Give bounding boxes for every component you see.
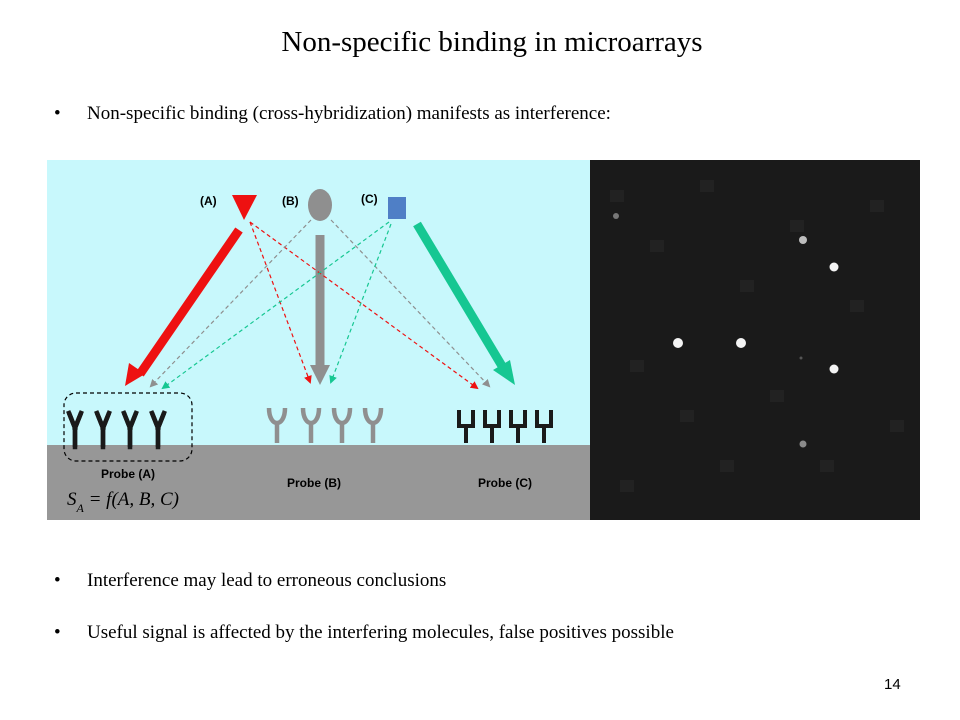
specific-arrow-a	[136, 227, 243, 377]
bullet-dot: •	[54, 103, 61, 124]
page-number: 14	[884, 676, 901, 693]
slide-title: Non-specific binding in microarrays	[281, 26, 703, 58]
probe-group-b	[266, 407, 384, 443]
array-spot	[829, 364, 839, 374]
bullet-text: Interference may lead to erroneous concl…	[87, 570, 447, 591]
probe-label-b: Probe (B)	[287, 476, 341, 490]
binding-diagram: (A) (B) (C) Probe (A) Probe (B) Probe (C…	[47, 160, 590, 520]
molecule-c-square	[388, 197, 406, 219]
probe-label-a: Probe (A)	[101, 467, 155, 481]
probe-group-a	[69, 413, 164, 447]
microarray-scan-image	[590, 160, 920, 520]
probe-a-highlight-box	[63, 392, 193, 462]
specific-arrow-c-head	[493, 360, 515, 385]
molecule-label-c: (C)	[361, 192, 378, 206]
probe-group-c	[457, 410, 553, 443]
bullet-item: • Useful signal is affected by the interf…	[54, 622, 674, 644]
bullet-item: • Non-specific binding (cross-hybridizati…	[54, 103, 611, 125]
molecule-a-triangle	[232, 195, 257, 220]
bullet-dot: •	[54, 570, 61, 591]
cross-arrow-c-to-a	[161, 221, 390, 390]
chip-surface	[47, 445, 590, 520]
array-spot	[799, 356, 803, 360]
signal-formula: SA = f(A, B, C)	[67, 489, 179, 515]
specific-arrow-c	[413, 221, 506, 369]
molecule-label-b: (B)	[282, 194, 299, 208]
scan-noise	[610, 180, 904, 492]
cross-arrow-b-to-a	[149, 219, 312, 388]
molecule-b-oval	[308, 189, 332, 221]
bullet-dot: •	[54, 622, 61, 643]
specific-arrow-b-head	[310, 365, 330, 385]
cross-arrow-a-to-c	[249, 221, 479, 390]
cross-arrow-b-to-c	[330, 219, 491, 388]
bullet-item: • Interference may lead to erroneous conc…	[54, 570, 446, 592]
cross-arrow-c-to-b	[329, 223, 392, 384]
array-spot	[799, 236, 807, 244]
probe-label-c: Probe (C)	[478, 476, 532, 490]
molecule-label-a: (A)	[200, 194, 217, 208]
bullet-text: Useful signal is affected by the interfe…	[87, 622, 674, 643]
bullet-text: Non-specific binding (cross-hybridizatio…	[87, 103, 611, 124]
array-spot	[799, 440, 807, 448]
array-spot	[613, 213, 619, 219]
array-spot	[736, 338, 746, 348]
array-spot	[829, 262, 839, 272]
specific-arrow-a-head	[125, 363, 145, 386]
array-spot	[673, 338, 683, 348]
